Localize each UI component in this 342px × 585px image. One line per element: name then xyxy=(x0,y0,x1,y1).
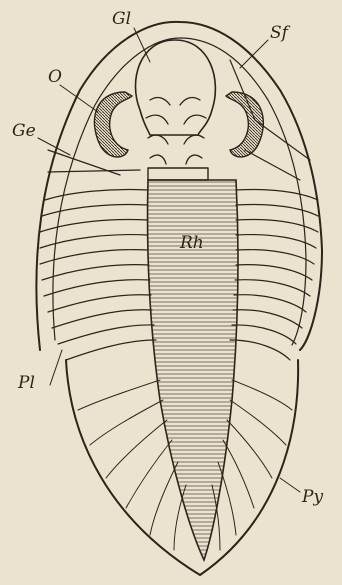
glabellar-furrows xyxy=(146,98,206,164)
label-pleura: Pl xyxy=(17,373,35,393)
label-rhachis: Rh xyxy=(179,233,204,253)
pleurae-left xyxy=(40,189,156,360)
label-genal: Ge xyxy=(12,121,36,141)
occipital-ring xyxy=(148,168,208,180)
left-eye xyxy=(94,92,132,157)
facial-suture-right xyxy=(230,60,310,180)
label-pygidium: Py xyxy=(301,487,323,507)
label-eye: O xyxy=(48,67,62,87)
pleurae-right xyxy=(230,189,318,360)
label-facial-suture: Sf xyxy=(270,23,291,43)
label-glabella: Gl xyxy=(112,9,131,29)
right-eye xyxy=(226,92,263,157)
glabella xyxy=(135,40,215,135)
